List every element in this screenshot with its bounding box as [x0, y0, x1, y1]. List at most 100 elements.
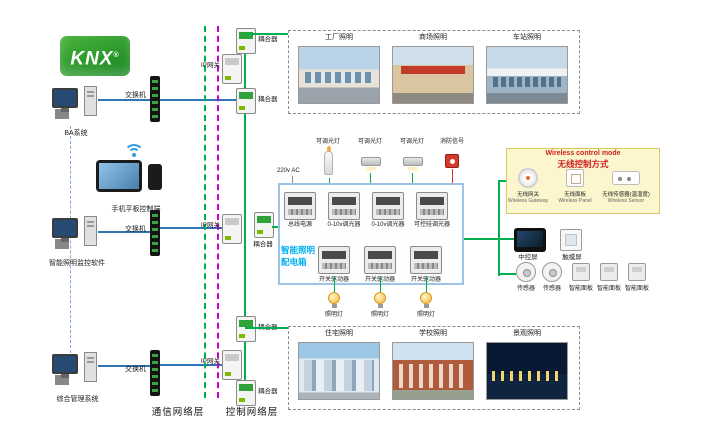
coupler-label: 耦合器: [258, 36, 278, 43]
wifi-icon: [124, 144, 144, 162]
load-wire: [412, 173, 413, 183]
triac-dimmer-module-icon: [416, 192, 448, 220]
coupler-label: 耦合器: [253, 241, 273, 248]
lamp-label: 照明灯: [416, 312, 435, 318]
ctrl-layer-label: 控制网络层: [225, 407, 279, 418]
sensor-icon: [516, 262, 536, 282]
photo-label: 住宅照明: [325, 330, 353, 337]
switch-icon: [150, 350, 160, 396]
device-label: 手机平板控制端: [111, 206, 161, 213]
dimmer-module-icon: [372, 192, 404, 220]
power-wire: [292, 176, 293, 183]
switch-label: 交换机: [125, 366, 146, 373]
device-label: 智能面板: [624, 286, 649, 292]
tablet-icon: [96, 160, 142, 192]
ethernet-line: [98, 99, 150, 101]
module-label: 开关驱动器: [404, 277, 448, 284]
sensor-icon: [542, 262, 562, 282]
photo-label: 工厂照明: [325, 34, 353, 41]
wireless-item-label-en: Wireless Sensor: [607, 198, 645, 204]
wireless-item-label-en: Wireless Gateway: [507, 198, 549, 204]
ethernet-line: [160, 364, 222, 366]
monitor-icon: [52, 88, 78, 112]
coupler-label: 耦合器: [258, 96, 278, 103]
photo-label: 车站照明: [513, 34, 541, 41]
bus-branch-line: [245, 327, 288, 329]
lamp-icon: [374, 292, 386, 308]
device-label: 智能面板: [568, 286, 593, 292]
cabinet-title-line1: 智能照明: [281, 245, 316, 255]
module-label: 开关驱动器: [358, 277, 402, 284]
bus-trunk-line: [498, 180, 500, 276]
tower-icon: [84, 216, 97, 246]
tower-icon: [84, 86, 97, 116]
load-label: 可调光灯: [357, 139, 382, 145]
wireless-sensor-icon: [612, 171, 640, 185]
coupler-icon: [236, 88, 256, 114]
load-label: 消防信号: [439, 139, 464, 145]
switch-icon: [150, 76, 160, 122]
lamp-label: 照明灯: [324, 312, 343, 318]
device-label: 智能照明监控软件: [49, 260, 105, 267]
phone-icon: [148, 164, 162, 190]
cabinet-title-line2: 配电箱: [281, 257, 307, 267]
wireless-title-en: Wireless control mode: [545, 150, 621, 157]
ethernet-line: [98, 231, 150, 233]
coupler-icon: [254, 212, 274, 238]
mobile-group: [96, 144, 176, 202]
device-label: 智能面板: [596, 286, 621, 292]
smart-panel-icon: [600, 263, 618, 281]
wireless-item-label-en: Wireless Panel: [558, 198, 592, 204]
central-screen-icon: [514, 228, 546, 252]
switch-label: 交换机: [125, 226, 146, 233]
bottom-gallery-box: [288, 326, 580, 410]
ethernet-line: [98, 365, 150, 367]
lamp-label: 照明灯: [370, 312, 389, 318]
coupler-icon: [236, 380, 256, 406]
lamp-wire: [334, 276, 335, 293]
switch-actuator-module-icon: [410, 246, 442, 274]
ethernet-line: [160, 99, 236, 101]
wireless-title-cn: 无线控制方式: [557, 159, 609, 169]
module-label: 总线电源: [287, 222, 312, 228]
coupler-icon: [236, 28, 256, 54]
photo-school-lighting: [392, 342, 474, 400]
knx-logo-text: KNX: [70, 48, 114, 70]
wireless-item-label-cn: 无线面板: [563, 192, 586, 198]
photo-landscape-lighting: [486, 342, 568, 400]
ip-gateway-icon: [222, 214, 242, 244]
bus-branch-line: [245, 33, 288, 35]
top-gallery-box: [288, 30, 580, 114]
ctrl-layer-boundary-line: [217, 26, 219, 398]
device-label: 中控屏: [518, 254, 538, 261]
smart-panel-icon: [628, 263, 646, 281]
device-label: 综合管理系统: [56, 396, 99, 403]
photo-label: 景观照明: [513, 330, 541, 337]
coupler-icon: [236, 316, 256, 342]
bus-power-module-icon: [284, 192, 316, 220]
load-label: 可调光灯: [315, 139, 340, 145]
ip-gateway-icon: [222, 350, 242, 380]
lamp-wire: [380, 276, 381, 293]
module-label: 0-10v调光器: [327, 222, 361, 228]
device-label: 触摸屏: [562, 254, 582, 261]
wireless-panel-icon: [566, 169, 584, 187]
load-wire: [370, 173, 371, 183]
device-label: 传感器: [542, 286, 561, 292]
lamp-icon: [420, 292, 432, 308]
bus-branch-line: [500, 273, 516, 275]
bus-branch-line: [500, 180, 506, 182]
wireless-item-label-cn: 无线网关: [516, 192, 539, 198]
module-label: 0-10v调光器: [371, 222, 405, 228]
module-label: 可控硅调光器: [413, 222, 450, 228]
photo-residential-lighting: [298, 342, 380, 400]
dimmable-lamp-icon: [324, 146, 333, 175]
switch-icon: [150, 210, 160, 256]
touch-panel-icon: [560, 229, 582, 251]
computer-icon: [52, 352, 102, 394]
coupler-label: 耦合器: [258, 388, 278, 395]
photo-label: 商场照明: [419, 34, 447, 41]
load-label: 可调光灯: [399, 139, 424, 145]
wireless-item-label-cn: 无线传感器(温湿度): [602, 192, 650, 198]
